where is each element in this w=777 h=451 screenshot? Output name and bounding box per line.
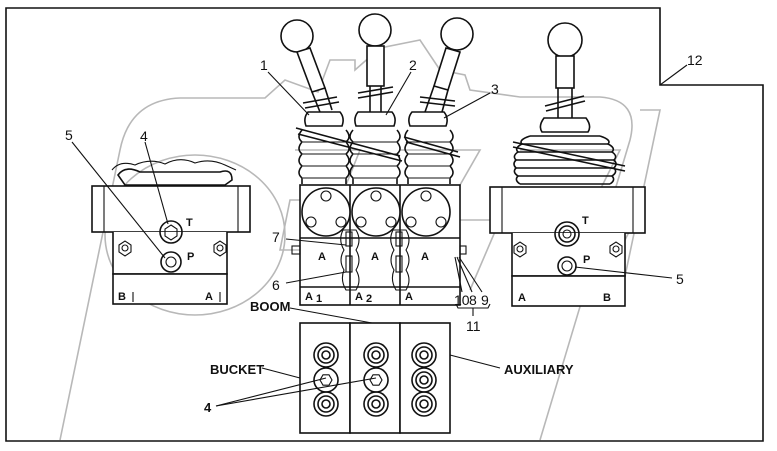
label-boom: BOOM — [250, 299, 290, 314]
port-label-a2: A — [355, 291, 363, 303]
callout-9: 9 — [481, 292, 489, 308]
joystick-lever-1[interactable] — [280, 19, 344, 127]
joystick-lever-2[interactable] — [354, 13, 396, 127]
callout-5-right: 5 — [676, 271, 684, 287]
left-valve-block: T P B A — [91, 159, 251, 305]
port-label-p: P — [583, 254, 590, 266]
port-label-b: B — [603, 292, 611, 304]
callout-10: 10 — [454, 292, 470, 308]
port-label-t: T — [582, 215, 589, 227]
housing-outline — [5, 7, 764, 442]
port-label-a: A — [518, 292, 526, 304]
port-label-a3: A — [405, 291, 413, 303]
port-fitting — [313, 391, 339, 417]
right-valve-block: T P A B — [489, 22, 646, 307]
callout-5-left: 5 — [65, 127, 73, 143]
callout-3: 3 — [491, 81, 499, 97]
callout-4-left: 4 — [140, 128, 148, 144]
joystick-lever-3[interactable] — [408, 17, 474, 127]
port-label-p: P — [187, 251, 194, 263]
bellows — [295, 127, 461, 184]
port-label-a-1: A — [318, 251, 326, 263]
port-fitting — [363, 342, 389, 368]
port-label-a1: A — [205, 291, 213, 303]
callout-8: 8 — [469, 292, 477, 308]
center-lever-bank: A A A A 1 A 2 A — [280, 13, 474, 306]
callout-4-bottom: 4 — [204, 400, 212, 415]
port-fitting — [411, 342, 437, 368]
port-label-a1: A — [305, 291, 313, 303]
leader-lines — [71, 64, 688, 407]
port-label-a-3: A — [421, 251, 429, 263]
callout-labels: 1 2 3 4 4 5 5 6 7 8 9 10 11 12 BOOM BUCK… — [65, 52, 703, 415]
port-fitting — [411, 391, 437, 417]
callout-11: 11 — [466, 318, 481, 334]
port-label-a2-sub: 2 — [366, 293, 372, 305]
port-label-a1-sub: 1 — [316, 293, 322, 305]
port-label-a-2: A — [371, 251, 379, 263]
label-auxiliary: AUXILIARY — [504, 362, 574, 377]
callout-6: 6 — [272, 277, 280, 293]
joystick-lever-4[interactable] — [539, 22, 591, 133]
port-label-t: T — [186, 217, 193, 229]
callout-12: 12 — [687, 52, 703, 68]
callout-7: 7 — [272, 229, 280, 245]
label-bucket: BUCKET — [210, 362, 264, 377]
callout-1: 1 — [260, 57, 268, 73]
callout-2: 2 — [409, 57, 417, 73]
port-fitting — [363, 391, 389, 417]
port-label-b1: B — [118, 291, 126, 303]
port-fitting — [313, 342, 339, 368]
